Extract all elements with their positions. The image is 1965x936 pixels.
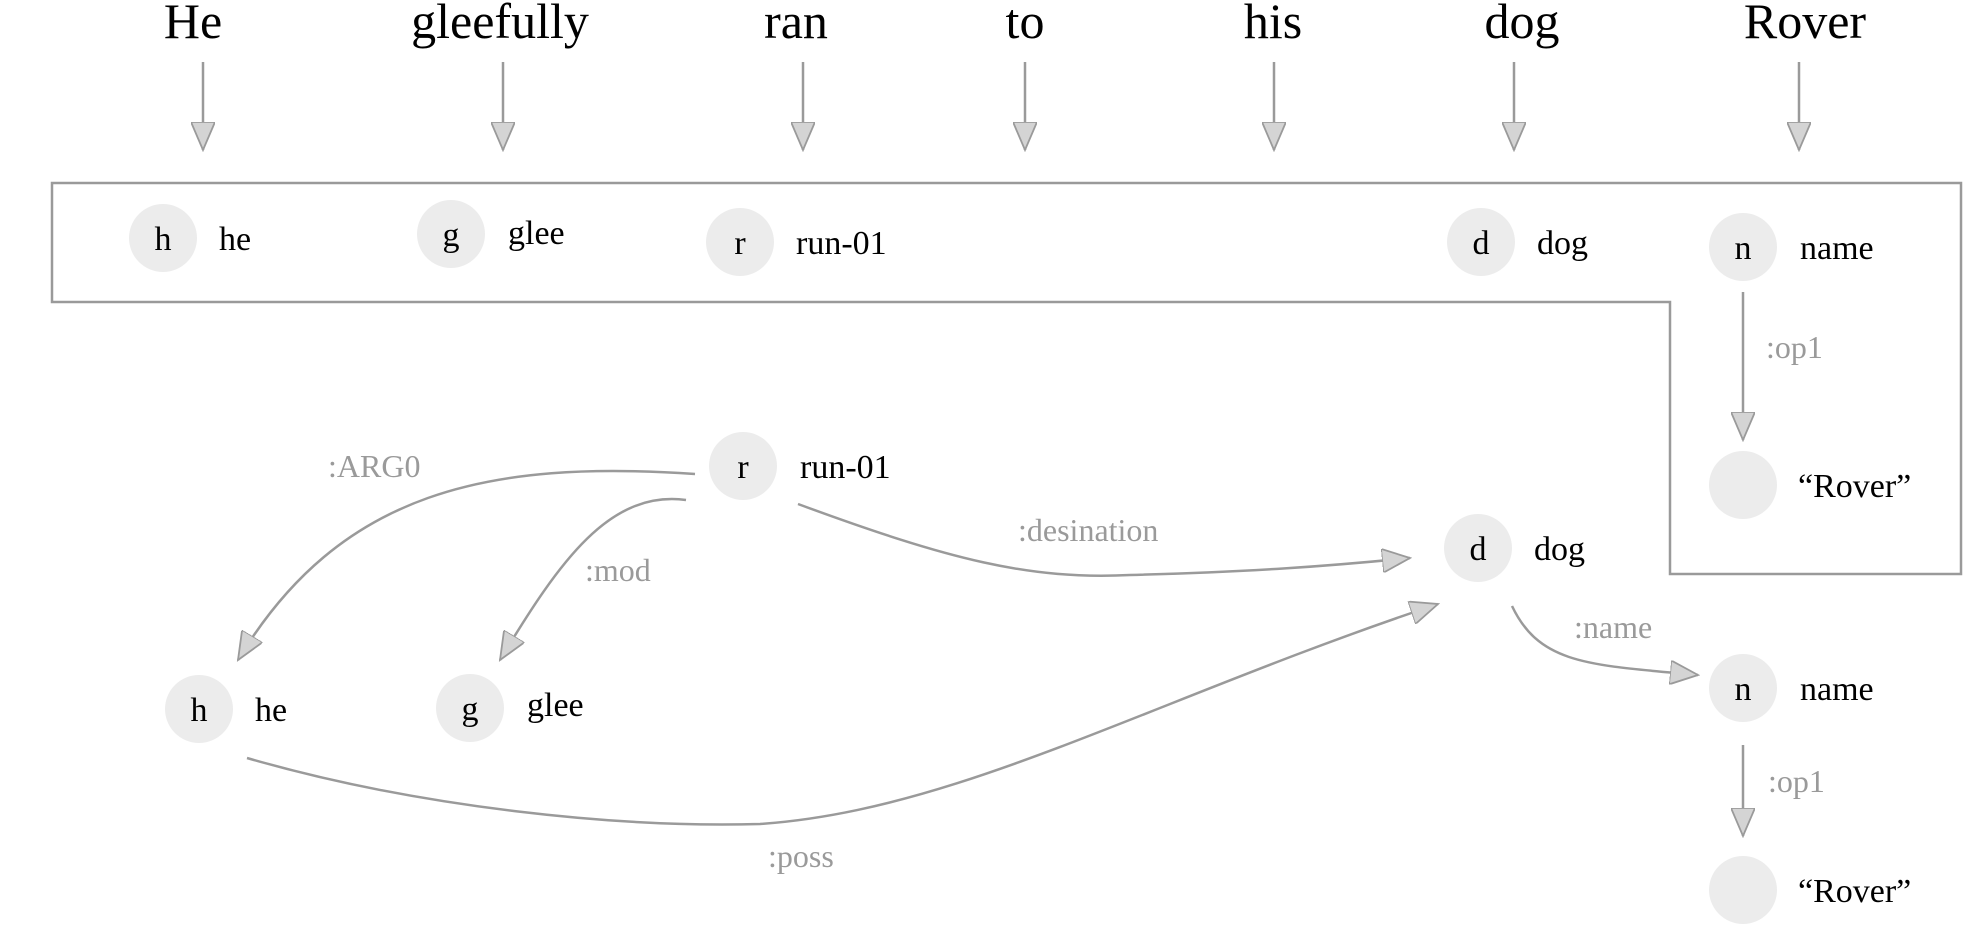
node-circle — [165, 675, 233, 743]
graph-node-run-01: r run-01 — [709, 432, 891, 500]
node-circle — [1709, 451, 1777, 519]
node-circle — [129, 204, 197, 272]
node-circle — [417, 200, 485, 268]
node-circle — [1444, 514, 1512, 582]
edge-label: :poss — [768, 838, 834, 874]
node-variable: r — [734, 225, 746, 262]
node-variable: n — [1735, 671, 1752, 708]
word-ran: ran — [764, 0, 828, 49]
node-variable: r — [737, 449, 749, 486]
amr-graph: :ARG0 :mod :desination :poss :name :op1 … — [165, 432, 1911, 924]
edge-desination: :desination — [797, 502, 1410, 577]
node-variable: d — [1473, 225, 1490, 262]
node-variable: g — [443, 217, 460, 254]
word-gleefully: gleefully — [411, 0, 589, 49]
aligned-node-name: n name — [1709, 213, 1874, 281]
node-concept: name — [1800, 230, 1874, 267]
edge-mod: :mod — [500, 497, 687, 660]
node-variable: h — [191, 692, 208, 729]
word-dog: dog — [1485, 0, 1560, 49]
sentence: He gleefully ran to his dog Rover — [164, 0, 1867, 49]
node-circle — [1709, 856, 1777, 924]
node-concept: glee — [508, 215, 565, 252]
aligned-node-dog: d dog — [1447, 208, 1588, 276]
edge-line — [797, 502, 1410, 577]
node-variable: n — [1735, 230, 1752, 267]
aligned-node-glee: g glee — [417, 200, 565, 268]
node-concept: he — [255, 692, 287, 729]
aligned-node-run-01: r run-01 — [706, 208, 887, 276]
graph-node-he: h he — [165, 675, 287, 743]
graph-node-glee: g glee — [436, 674, 584, 742]
word-he: He — [164, 0, 222, 49]
alignment-row: h he g glee r run-01 d dog n name :op1 — [129, 200, 1911, 519]
node-circle — [1709, 654, 1777, 722]
edge-name: :name — [1510, 605, 1698, 675]
node-concept: “Rover” — [1798, 873, 1911, 910]
node-variable: h — [155, 221, 172, 258]
edge-label: :desination — [1018, 512, 1158, 548]
edge-label: :name — [1574, 609, 1652, 645]
edge-label: :mod — [585, 552, 651, 588]
node-concept: “Rover” — [1798, 468, 1911, 505]
node-variable: d — [1470, 531, 1487, 568]
edge-line — [500, 497, 687, 660]
node-circle — [436, 674, 504, 742]
word-rover: Rover — [1744, 0, 1867, 49]
edge-line — [1510, 605, 1698, 675]
node-circle — [709, 432, 777, 500]
node-concept: name — [1800, 671, 1874, 708]
aligned-node-rover: “Rover” — [1709, 451, 1911, 519]
edge-poss: :poss — [246, 604, 1438, 874]
word-his: his — [1244, 0, 1302, 49]
node-concept: he — [219, 221, 251, 258]
edge-line — [238, 469, 696, 660]
node-circle — [1447, 208, 1515, 276]
edge-op1: :op1 — [1743, 745, 1825, 836]
node-circle — [706, 208, 774, 276]
node-concept: dog — [1534, 531, 1585, 568]
aligned-node-he: h he — [129, 204, 251, 272]
alignment-arrows — [203, 62, 1799, 150]
node-circle — [1709, 213, 1777, 281]
edge-label: :op1 — [1766, 329, 1823, 365]
node-concept: run-01 — [800, 449, 891, 486]
graph-node-name: n name — [1709, 654, 1874, 722]
node-concept: glee — [527, 687, 584, 724]
edge-arg0: :ARG0 — [238, 448, 696, 660]
aligned-edge-op1: :op1 — [1743, 292, 1823, 440]
word-to: to — [1006, 0, 1045, 49]
alignment-frame — [50, 181, 1963, 576]
node-concept: run-01 — [796, 225, 887, 262]
edge-line — [246, 604, 1438, 826]
node-concept: dog — [1537, 225, 1588, 262]
edge-label: :op1 — [1768, 763, 1825, 799]
edge-label: :ARG0 — [328, 448, 420, 484]
graph-node-dog: d dog — [1444, 514, 1585, 582]
node-variable: g — [462, 691, 479, 728]
graph-node-rover: “Rover” — [1709, 856, 1911, 924]
